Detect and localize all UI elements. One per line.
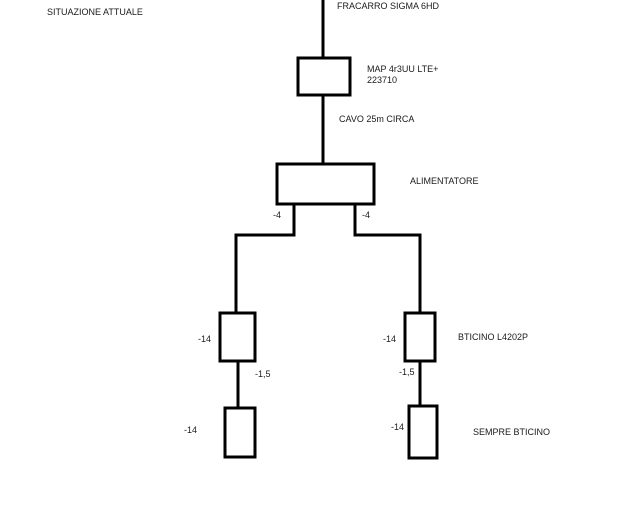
left-device-box <box>218 311 257 363</box>
left-end-box <box>223 406 257 459</box>
left-output-level: -4 <box>273 210 282 220</box>
map-box <box>296 56 352 97</box>
right-device-label: BTICINO L4202P <box>458 332 529 342</box>
power-supply-box <box>275 162 376 206</box>
right-end-label: SEMPRE BTICINO <box>473 427 551 437</box>
right-loss: -1,5 <box>399 367 415 377</box>
left-branch-line <box>234 204 296 313</box>
left-end-level: -14 <box>184 425 198 435</box>
antenna-label: FRACARRO SIGMA 6HD <box>337 1 440 11</box>
map-label-line2: 223710 <box>367 75 398 85</box>
diagram-title: SITUAZIONE ATTUALE <box>47 7 143 17</box>
power-supply-label: ALIMENTATORE <box>410 176 479 186</box>
map-label: MAP 4r3UU LTE+ 223710 <box>367 64 438 86</box>
left-device-level: -14 <box>198 334 212 344</box>
right-end-box <box>407 404 439 460</box>
right-branch-line <box>353 204 422 313</box>
map-label-line1: MAP 4r3UU LTE+ <box>367 64 439 74</box>
right-device-box <box>403 311 437 363</box>
cable-label: CAVO 25m CIRCA <box>339 114 415 124</box>
right-end-level: -14 <box>391 422 405 432</box>
right-output-level: -4 <box>362 210 371 220</box>
left-loss: -1,5 <box>255 369 271 379</box>
right-device-level: -14 <box>383 334 397 344</box>
